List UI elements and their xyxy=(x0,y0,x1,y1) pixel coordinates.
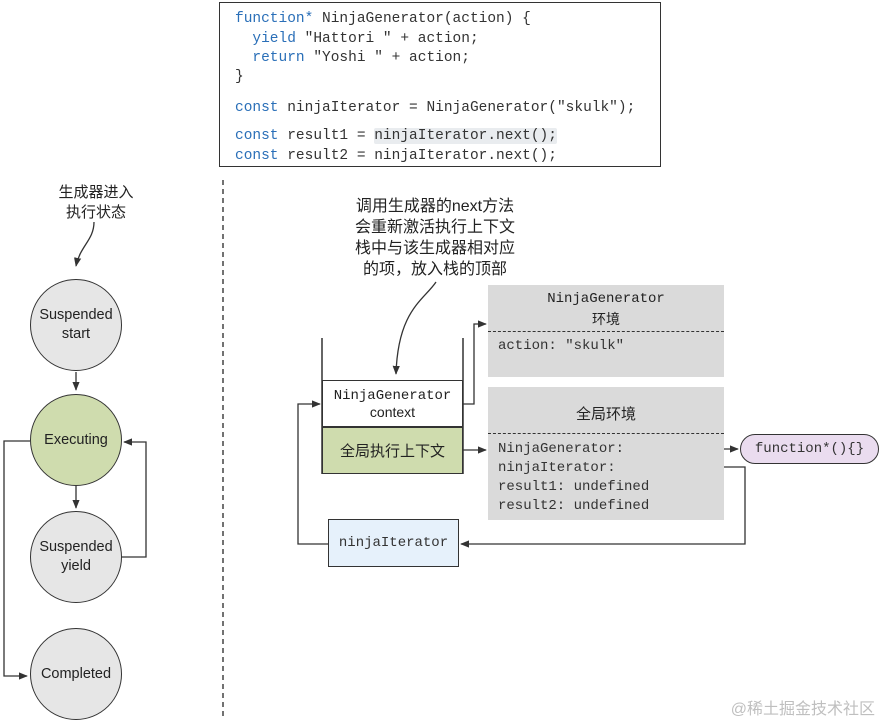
highlighted-call: ninjaIterator.next(); xyxy=(374,128,557,144)
ninja-generator-environment: NinjaGenerator 环境 action: "skulk" xyxy=(488,285,724,377)
watermark: @稀土掘金技术社区 xyxy=(730,701,875,718)
state-executing: Executing xyxy=(30,394,122,486)
code-line-3: return "Yoshi " + action; xyxy=(235,50,470,66)
ninja-generator-context-frame: NinjaGenerator context xyxy=(322,380,463,427)
state-completed: Completed xyxy=(30,628,122,720)
global-environment: 全局环境 NinjaGenerator: ninjaIterator: resu… xyxy=(488,387,724,520)
code-line-4: } xyxy=(235,69,244,85)
code-line-2: yield "Hattori " + action; xyxy=(235,31,479,47)
context-to-env-arrow xyxy=(463,320,487,405)
code-line-7: const result2 = ninjaIterator.next(); xyxy=(235,148,557,164)
generator-function-object: function*(){} xyxy=(740,434,879,464)
annotation-arrow xyxy=(392,281,437,375)
next-annotation: 调用生成器的next方法 会重新激活执行上下文 栈中与该生成器相对应 的项，放入… xyxy=(354,198,515,278)
note-to-start-arrow xyxy=(74,221,95,267)
code-line-1: function* NinjaGenerator(action) { xyxy=(235,11,531,27)
code-line-5: const ninjaIterator = NinjaGenerator("sk… xyxy=(235,100,636,116)
exec-to-completed-arrow xyxy=(3,440,30,680)
iterator-to-context-arrow xyxy=(297,400,328,545)
code-line-6: const result1 = ninjaIterator.next(); xyxy=(235,128,557,144)
global-execution-context-frame: 全局执行上下文 xyxy=(322,427,463,474)
ninja-iterator-object: ninjaIterator xyxy=(328,519,459,567)
yield-to-exec-arrow xyxy=(122,438,147,558)
code-panel: function* NinjaGenerator(action) { yield… xyxy=(219,2,661,167)
state-note: 生成器进入 执行状态 xyxy=(58,184,134,221)
